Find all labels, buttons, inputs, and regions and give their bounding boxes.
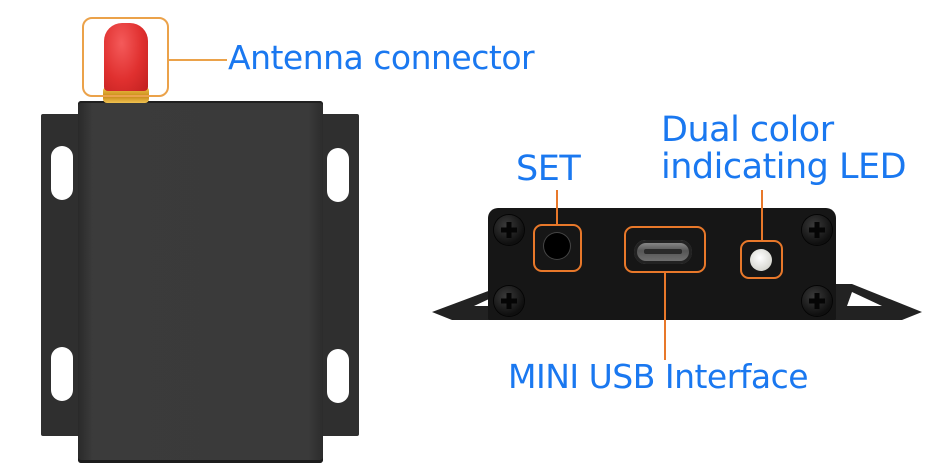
screw-icon (802, 286, 832, 316)
usb-label: MINI USB Interface (508, 357, 809, 396)
set-button-icon (544, 233, 570, 259)
set-callout-line (556, 190, 558, 224)
led-indicator-icon (750, 249, 772, 271)
usb-port-icon (634, 240, 692, 264)
led-callout-box (740, 240, 783, 279)
screw-icon (802, 215, 832, 245)
antenna-cap-icon (104, 23, 148, 91)
led-callout-line (761, 190, 763, 240)
mounting-slot-icon (51, 347, 73, 401)
device-top-view: Antenna connector (0, 0, 535, 473)
set-callout-box (533, 224, 582, 272)
mounting-slot-icon (51, 146, 73, 200)
led-label-line1: Dual color (661, 110, 834, 150)
mounting-slot-icon (327, 148, 349, 202)
screw-icon (494, 286, 524, 316)
set-label: SET (516, 149, 581, 189)
screw-icon (494, 215, 524, 245)
mounting-slot-icon (327, 349, 349, 403)
led-label-line2: indicating LED (661, 147, 907, 187)
antenna-callout-box (82, 17, 169, 97)
usb-callout-box (624, 226, 706, 273)
device-enclosure (78, 101, 323, 463)
usb-callout-line (664, 273, 666, 360)
device-front-view: SET MINI USB Interface Dual color indica… (420, 0, 939, 473)
antenna-label: Antenna connector (228, 38, 535, 77)
antenna-callout-line (169, 59, 227, 61)
